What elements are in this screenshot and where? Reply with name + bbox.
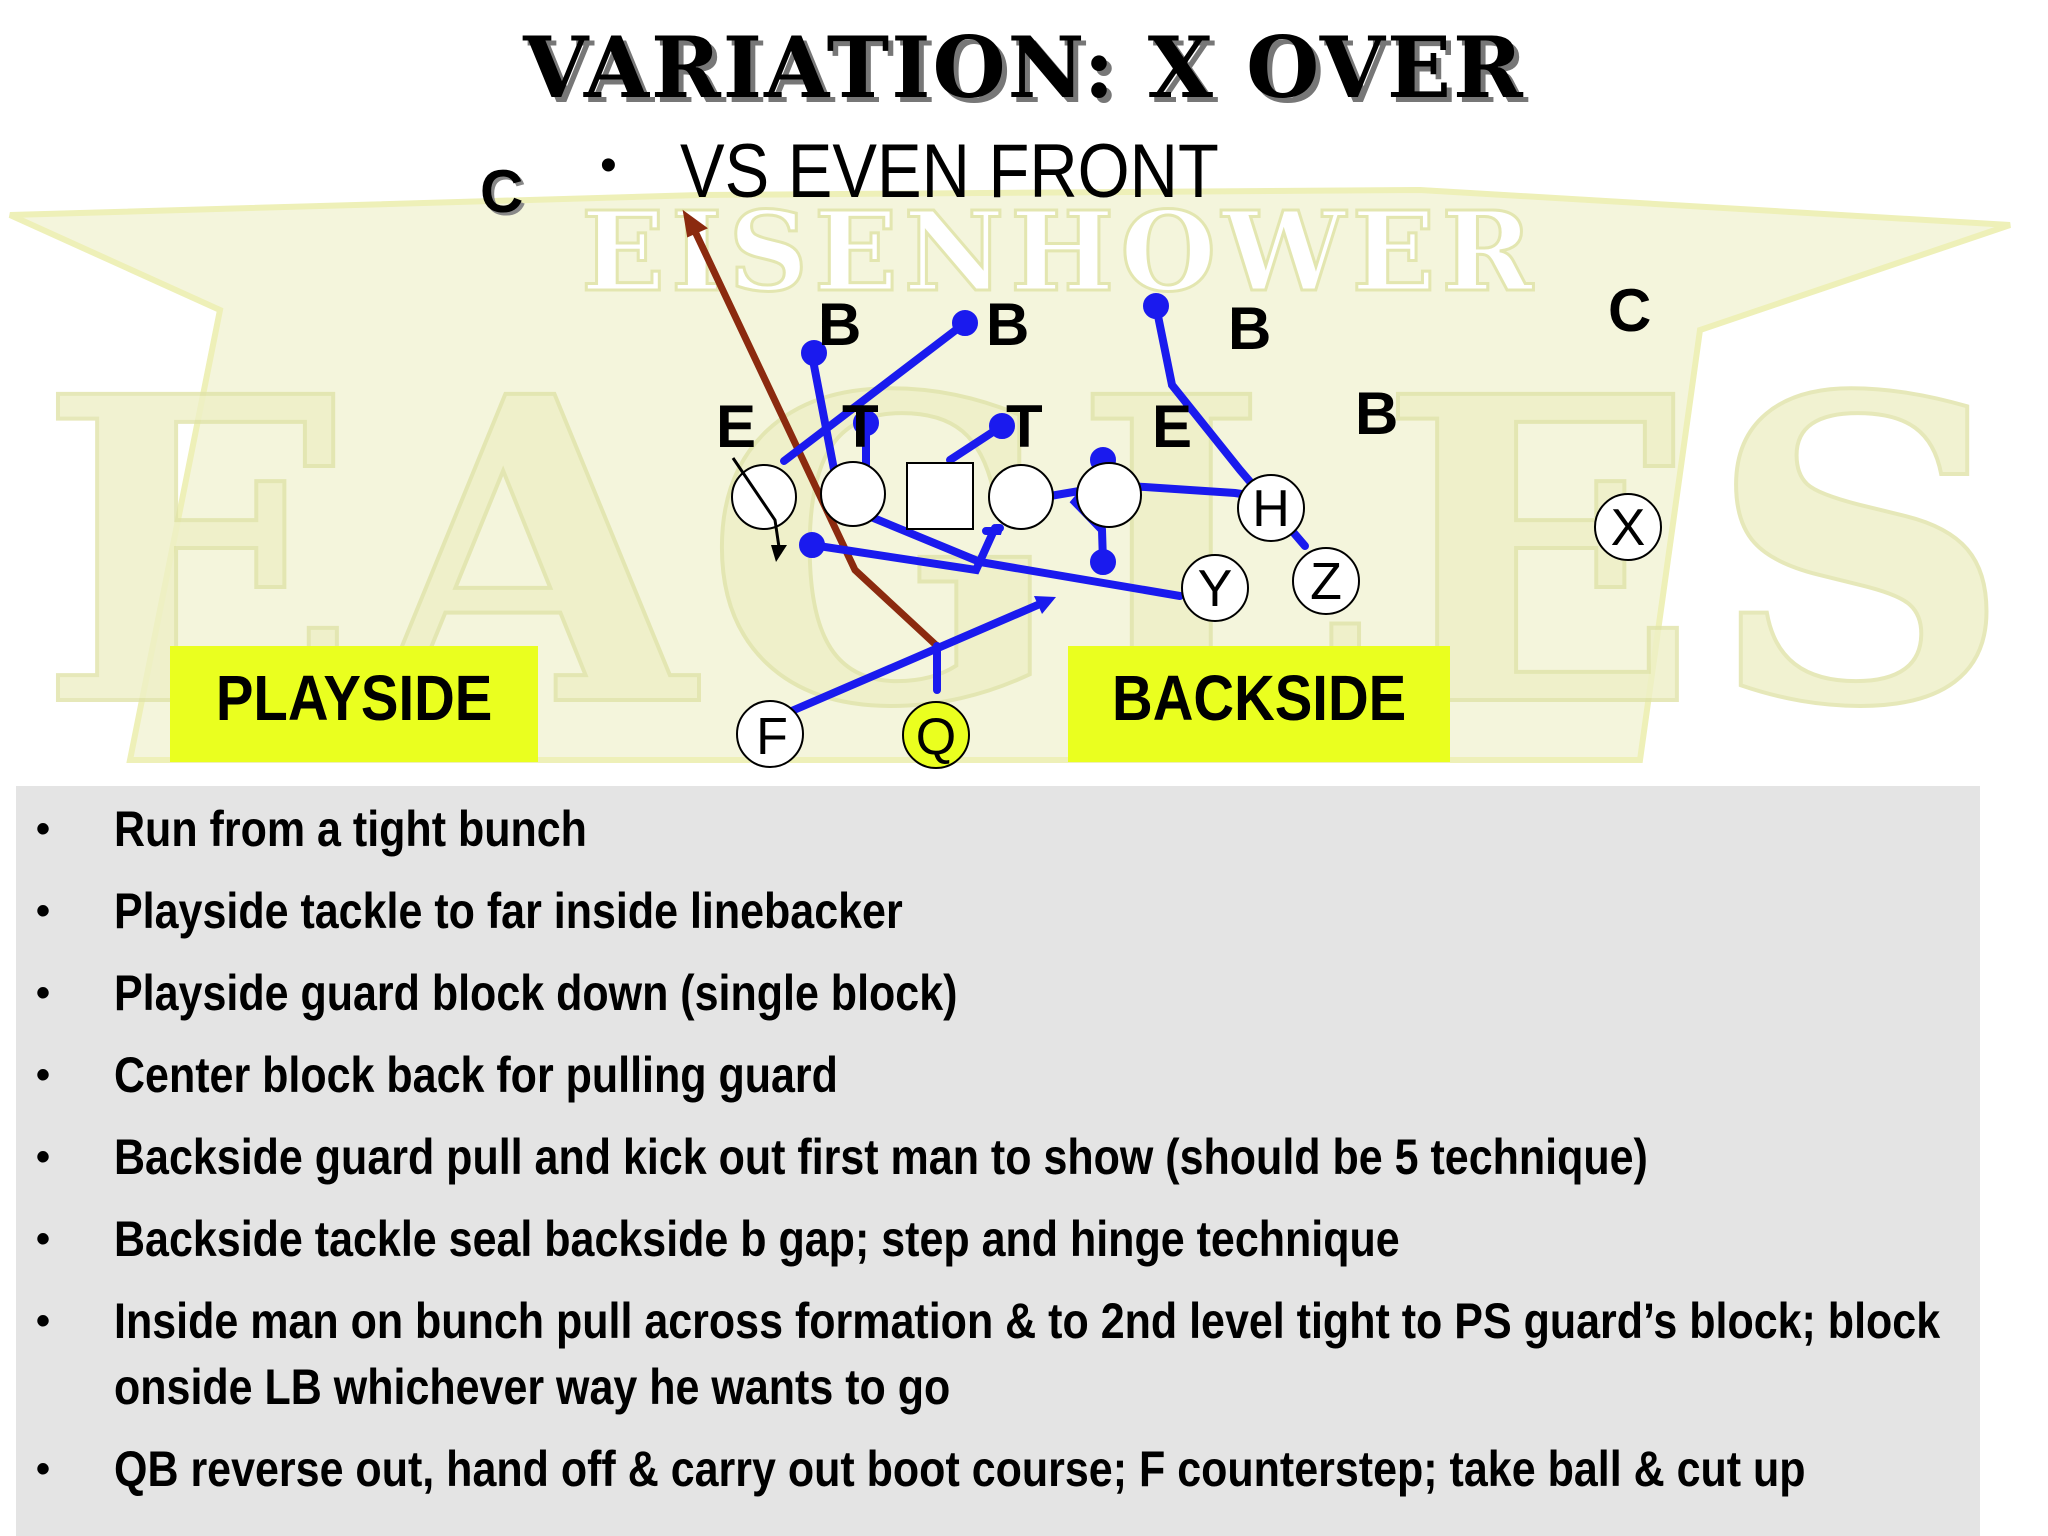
tackle-arrowhead [771, 545, 787, 562]
defender-e-left: E [716, 393, 756, 460]
defender-b-2: B [986, 291, 1029, 358]
player-z: Z [1292, 547, 1360, 615]
note-item: •Center block back for pulling guard [36, 1047, 838, 1103]
svg-text:Z: Z [1310, 553, 1342, 611]
defender-t-left: T [842, 393, 879, 460]
defender-c-right: C [1608, 277, 1651, 344]
svg-text:Y: Y [1198, 560, 1233, 618]
defender-e-right: E [1152, 393, 1192, 460]
lineman-right-guard [988, 464, 1054, 530]
svg-text:Q: Q [916, 708, 956, 766]
defender-t-right: T [1006, 393, 1043, 460]
svg-text:X: X [1611, 499, 1646, 557]
note-item: •Backside guard pull and kick out first … [36, 1129, 1648, 1185]
defender-b-4: B [1355, 380, 1398, 447]
note-item: •Playside tackle to far inside linebacke… [36, 883, 903, 939]
note-item: •Run from a tight bunch [36, 801, 587, 857]
player-f: F [736, 700, 804, 768]
route-arrowhead [682, 209, 708, 238]
lineman-right-tackle [1076, 462, 1142, 528]
lineman-center [906, 462, 974, 530]
playside-label: PLAYSIDE [170, 646, 538, 762]
tackle-down-block-line [731, 457, 782, 555]
offense-skill-players: H X Y Z F Q [736, 474, 1662, 769]
svg-text:H: H [1252, 480, 1290, 538]
player-h: H [1237, 474, 1305, 542]
svg-text:EISENHOWER: EISENHOWER [581, 187, 1539, 316]
defender-b-3: B [1228, 295, 1271, 362]
note-item: •Inside man on bunch pull across formati… [36, 1293, 1941, 1415]
defense-players: C C B B B B E T T E [480, 158, 1651, 460]
coaching-notes-list: •Run from a tight bunch •Playside tackle… [16, 796, 1980, 1518]
svg-text:F: F [756, 708, 788, 766]
lineman-left-tackle [731, 464, 797, 530]
player-q: Q [902, 701, 970, 769]
slide-title: VARIATION: X OVER [523, 18, 1525, 117]
player-y: Y [1181, 554, 1249, 622]
defender-c-left: C [480, 158, 523, 225]
coaching-notes-panel: •Run from a tight bunch •Playside tackle… [16, 786, 1980, 1536]
note-item: •Backside tackle seal backside b gap; st… [36, 1211, 1400, 1267]
lineman-left-guard [820, 461, 886, 527]
slide-subtitle: VS EVEN FRONT [680, 129, 1219, 214]
note-item: •Playside guard block down (single block… [36, 965, 958, 1021]
player-x: X [1594, 493, 1662, 561]
note-item: •QB reverse out, hand off & carry out bo… [36, 1441, 1806, 1497]
subtitle-bullet: • [600, 139, 617, 192]
ball-carrier-route [682, 209, 940, 649]
backside-label: BACKSIDE [1068, 646, 1450, 762]
f-route-arrowhead [1034, 596, 1056, 614]
defender-b-1: B [818, 291, 861, 358]
